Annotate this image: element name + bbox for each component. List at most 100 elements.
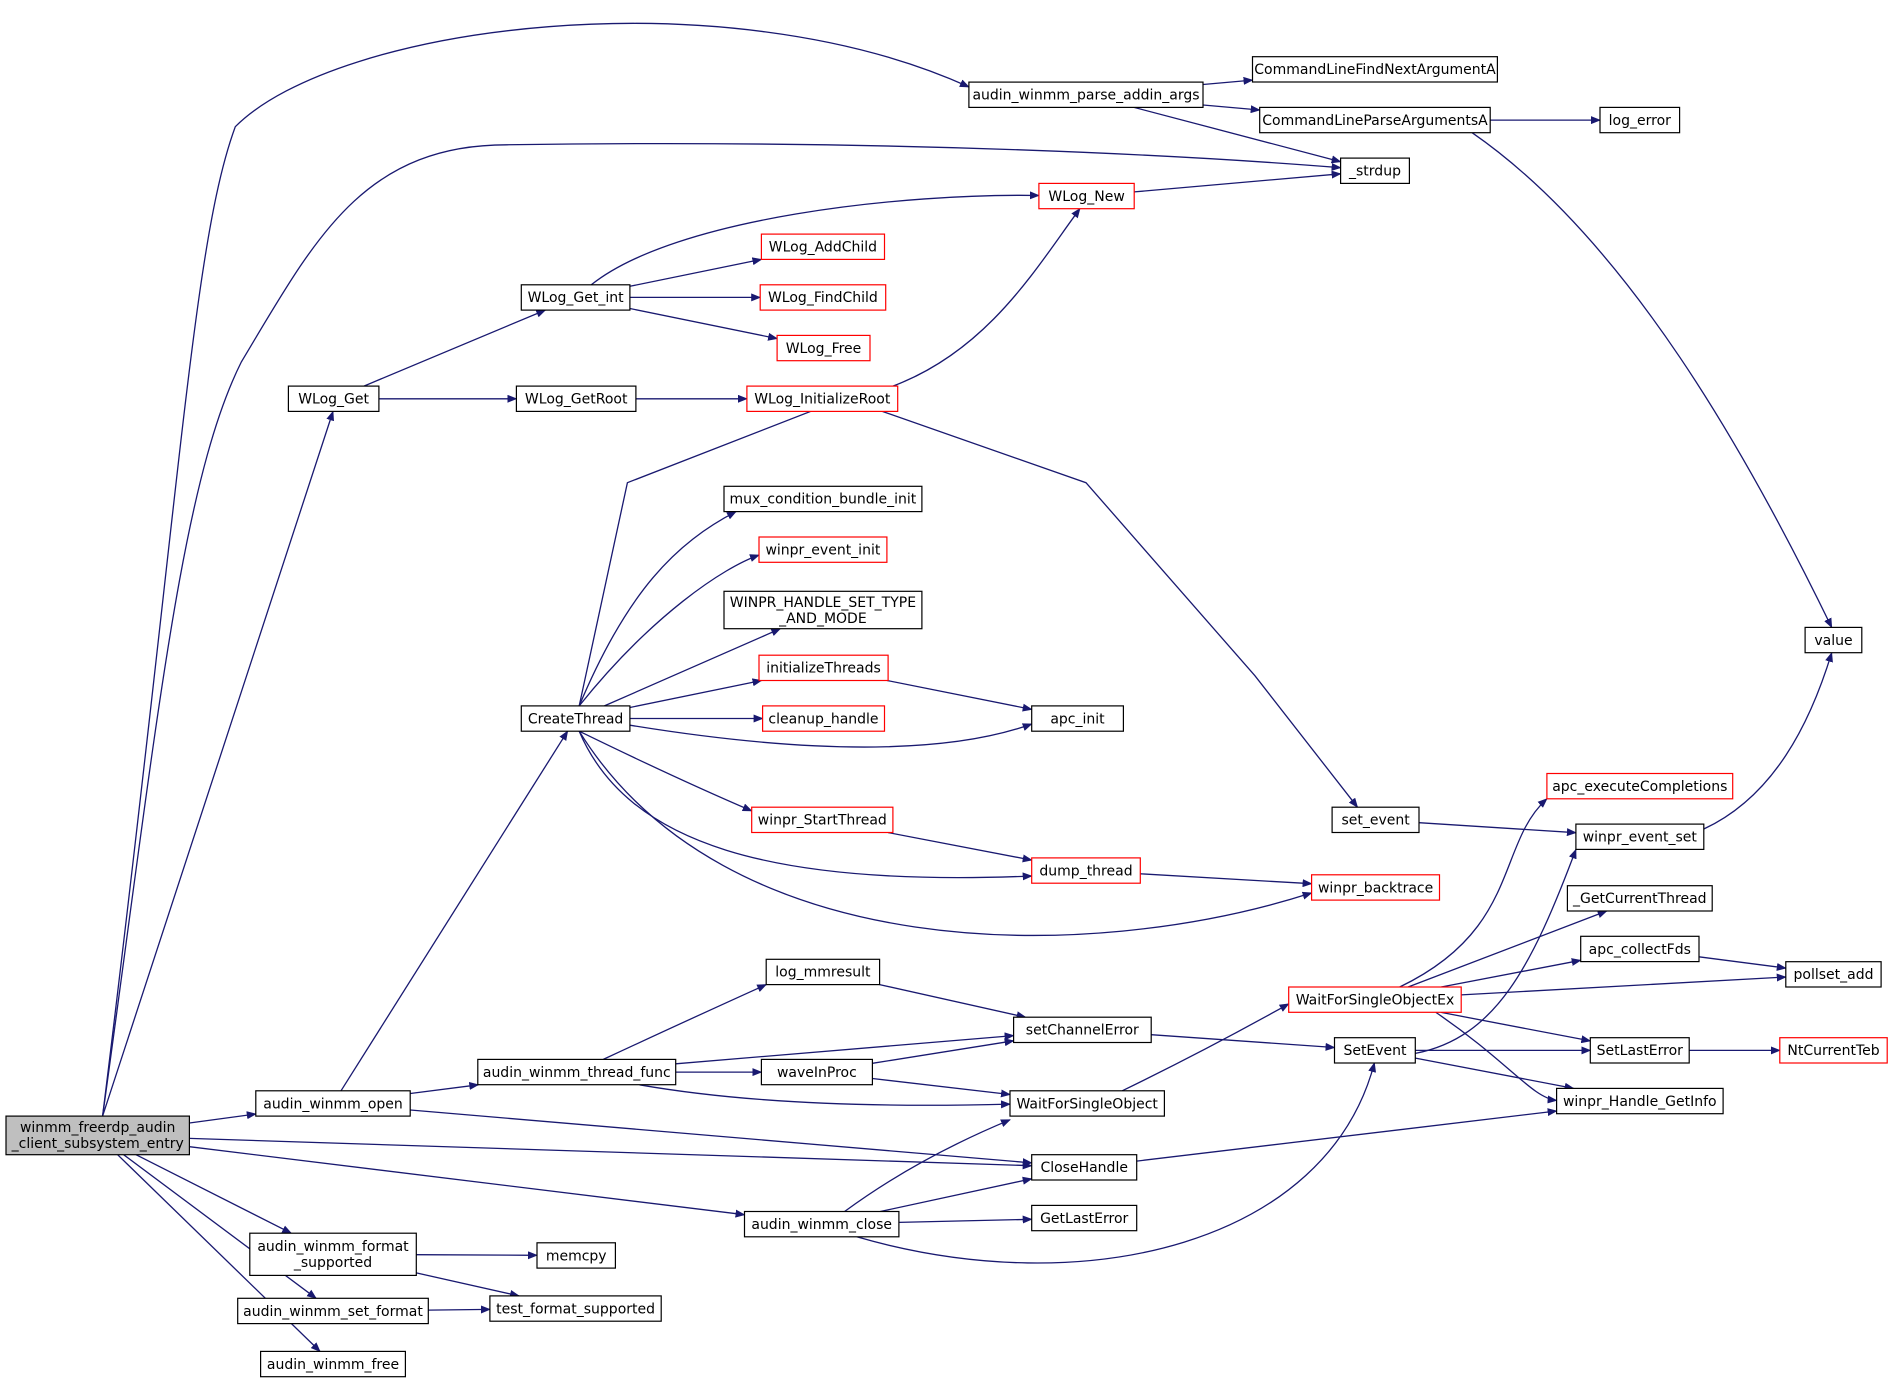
node-label: _client_subsystem_entry [11,1136,184,1152]
node-get_cur_thread[interactable]: _GetCurrentThread [1566,885,1713,912]
node-event_set[interactable]: winpr_event_set [1575,823,1705,850]
node-set_event[interactable]: set_event [1331,806,1420,834]
edge-start_thread-to-dump_thread [888,831,1033,863]
node-box [477,1058,677,1086]
node-box [1031,1204,1138,1232]
node-handle_set[interactable]: WINPR_HANDLE_SET_TYPE_AND_MODE [723,590,923,630]
node-wlog_new[interactable]: WLog_New [1038,182,1135,210]
node-wlog_addchild[interactable]: WLog_AddChild [760,233,886,261]
edge-wlog_get_int-to-wlog_new [590,191,1040,286]
node-log_error[interactable]: log_error [1599,106,1681,134]
node-wlog_get_int[interactable]: WLog_Get_int [520,284,631,311]
node-wfso[interactable]: WaitForSingleObject [1009,1090,1165,1117]
node-label: audin_winmm_thread_func [483,1065,671,1081]
edge-create_thread-to-mux_init [578,511,737,707]
node-box [1031,1154,1138,1181]
node-box [237,1297,429,1325]
node-event_init[interactable]: winpr_event_init [758,536,888,563]
node-mux_init[interactable]: mux_condition_bundle_init [723,485,923,513]
node-box [1599,106,1681,134]
node-winmm_free[interactable]: audin_winmm_free [260,1350,407,1378]
node-box [1804,626,1863,654]
node-memcpy[interactable]: memcpy [536,1242,617,1269]
node-label: winpr_StartThread [758,813,887,829]
node-nt_teb[interactable]: NtCurrentTeb [1779,1037,1888,1064]
node-handle_info[interactable]: winpr_Handle_GetInfo [1555,1087,1724,1115]
node-wlog_findchild[interactable]: WLog_FindChild [759,284,887,311]
node-box [1259,106,1491,134]
node-label: winpr_event_init [765,542,880,558]
node-box [1310,874,1441,901]
node-pollset_add[interactable]: pollset_add [1785,961,1882,988]
node-wlog_get[interactable]: WLog_Get [287,385,380,413]
edge-close_handle-to-handle_info [1136,1108,1558,1162]
node-set_format[interactable]: audin_winmm_set_format [237,1297,429,1325]
edge-wfso_ex-to-apc_exec [1399,798,1548,988]
node-box [1555,1087,1724,1115]
node-winmm_close[interactable]: audin_winmm_close [743,1210,900,1238]
edge-root-to-close_handle [189,1137,1033,1170]
node-log_mmresult[interactable]: log_mmresult [765,958,881,986]
node-backtrace[interactable]: winpr_backtrace [1310,874,1441,901]
node-label: WLog_Get [298,392,369,408]
node-get_last_err[interactable]: GetLastError [1031,1204,1138,1232]
node-label: audin_winmm_free [267,1357,399,1373]
node-wfso_ex[interactable]: WaitForSingleObjectEx [1288,986,1462,1013]
node-close_handle[interactable]: CloseHandle [1031,1154,1138,1181]
node-cl_next[interactable]: CommandLineFindNextArgumentA [1251,56,1498,83]
node-box [760,1058,874,1086]
edge-set_event-to-event_set [1418,822,1577,837]
node-apc_collect[interactable]: apc_collectFds [1580,935,1700,963]
edge-layer [101,22,1833,1353]
node-box [1339,157,1410,185]
node-label: _strdup [1348,164,1401,180]
edge-fmt_supported-to-memcpy [416,1251,538,1260]
node-label: WLog_FindChild [768,290,878,306]
node-label: WLog_New [1048,189,1124,205]
node-label: apc_executeCompletions [1552,779,1727,795]
node-winmm_open[interactable]: audin_winmm_open [255,1090,411,1117]
node-create_thread[interactable]: CreateThread [520,705,631,732]
edge-wavein-to-set_ch_err [872,1038,1015,1064]
node-box [1009,1090,1165,1117]
node-box [1031,705,1124,732]
node-value[interactable]: value [1804,626,1863,654]
node-cl_parse[interactable]: CommandLineParseArgumentsA [1259,106,1491,134]
node-start_thread[interactable]: winpr_StartThread [751,806,894,834]
node-wlog_getroot[interactable]: WLog_GetRoot [515,385,637,413]
edge-apc_collect-to-pollset_add [1698,956,1787,971]
edge-log_mmresult-to-set_ch_err [879,983,1027,1020]
node-thread_func[interactable]: audin_winmm_thread_func [477,1058,677,1086]
node-label: waveInProc [777,1065,857,1081]
node-strdup[interactable]: _strdup [1339,157,1410,185]
node-apc_init[interactable]: apc_init [1031,705,1124,732]
node-box [1031,857,1141,884]
edge-winmm_close-to-wfso [844,1119,1011,1213]
edge-parse_args-to-cl_parse [1202,104,1261,114]
node-fmt_supported[interactable]: audin_winmm_format_supported [249,1232,417,1276]
node-wavein[interactable]: waveInProc [760,1058,874,1086]
edge-set_format-to-test_fmt [428,1305,491,1314]
edge-create_thread-to-backtrace [578,730,1313,937]
node-apc_exec[interactable]: apc_executeCompletions [1546,772,1734,800]
edge-thread_func-to-set_ch_err [675,1032,1015,1065]
node-root[interactable]: winmm_freerdp_audin_client_subsystem_ent… [5,1115,190,1156]
node-test_fmt[interactable]: test_format_supported [489,1295,662,1322]
edge-winmm_open-to-close_handle [410,1109,1033,1167]
node-dump_thread[interactable]: dump_thread [1031,857,1141,884]
node-wlog_free[interactable]: WLog_Free [776,334,871,362]
node-set_ch_err[interactable]: setChannelError [1012,1016,1152,1044]
node-wlog_initroot[interactable]: WLog_InitializeRoot [746,385,899,413]
node-parse_args[interactable]: audin_winmm_parse_addin_args [968,81,1204,108]
node-init_threads[interactable]: initializeThreads [758,654,889,682]
edge-thread_func-to-log_mmresult [603,984,768,1060]
node-cleanup_handle[interactable]: cleanup_handle [761,705,886,732]
node-setevent[interactable]: SetEvent [1333,1037,1416,1064]
node-label: audin_winmm_format [257,1239,409,1255]
node-label: WLog_Get_int [528,290,625,306]
node-label: WLog_GetRoot [525,392,628,408]
node-box [249,1232,417,1276]
edge-wlog_get_int-to-wlog_free [629,307,779,341]
node-set_last_err[interactable]: SetLastError [1589,1037,1690,1064]
node-label: WLog_AddChild [769,240,877,256]
